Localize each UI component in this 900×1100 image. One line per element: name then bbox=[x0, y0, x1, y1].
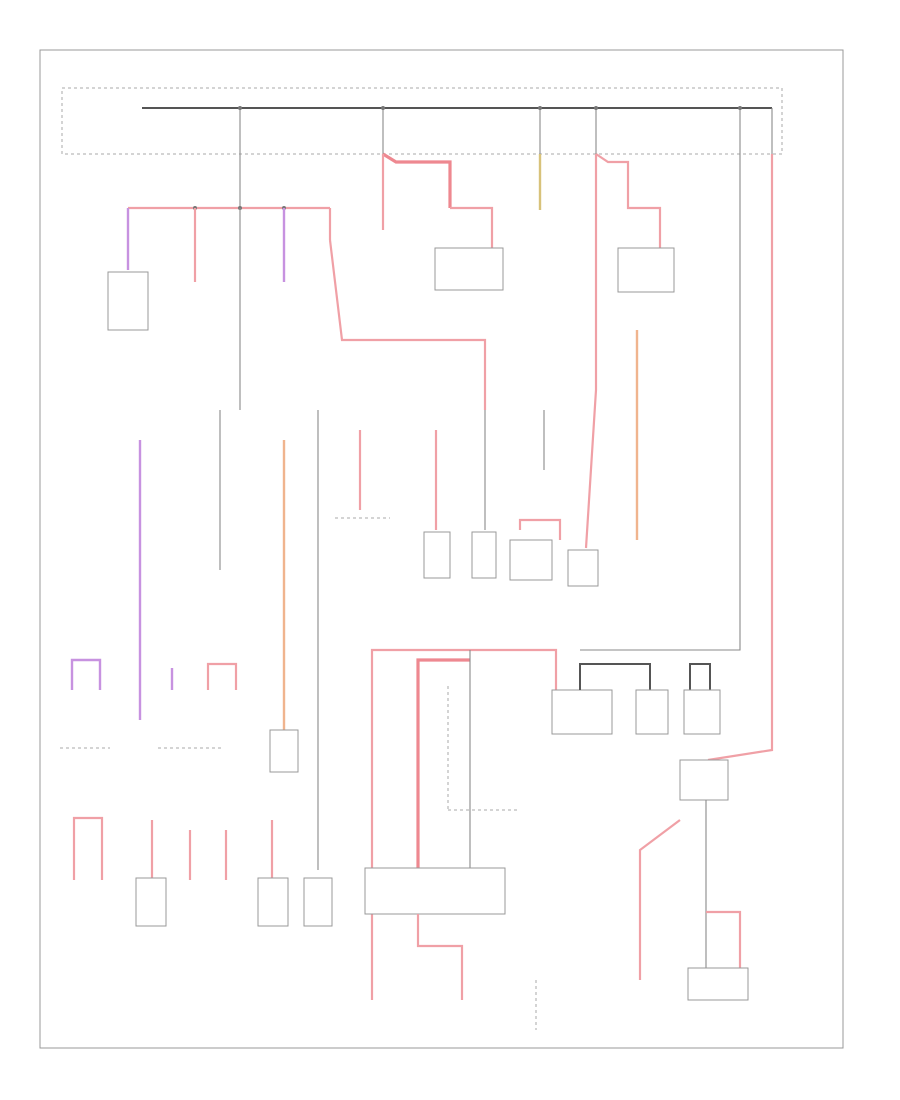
wire bbox=[579, 663, 651, 690]
wire bbox=[689, 663, 711, 690]
module bbox=[257, 877, 289, 927]
control-unit bbox=[434, 247, 504, 291]
starter bbox=[635, 689, 669, 735]
wire bbox=[370, 648, 470, 1000]
bus-node bbox=[381, 106, 385, 110]
relay-box bbox=[679, 759, 729, 801]
wire bbox=[450, 206, 494, 248]
wire bbox=[416, 914, 464, 1000]
module bbox=[135, 877, 167, 927]
wire bbox=[416, 658, 470, 870]
wire bbox=[470, 648, 558, 700]
module bbox=[509, 539, 553, 581]
wire bbox=[72, 816, 104, 880]
module bbox=[423, 531, 451, 579]
wire bbox=[518, 518, 562, 540]
wire bbox=[706, 910, 742, 970]
bus-node bbox=[738, 106, 742, 110]
fuse-box-top bbox=[61, 87, 783, 155]
generator bbox=[683, 689, 721, 735]
wire bbox=[584, 154, 598, 549]
transmission-module bbox=[551, 689, 613, 735]
bus-node bbox=[594, 106, 598, 110]
diagram-frame bbox=[39, 49, 844, 1049]
control-unit bbox=[617, 247, 675, 293]
bus-node bbox=[538, 106, 542, 110]
wire bbox=[580, 154, 741, 651]
bus-node bbox=[238, 106, 242, 110]
module bbox=[107, 271, 149, 331]
wire bbox=[595, 153, 662, 248]
relay bbox=[567, 549, 599, 587]
wire bbox=[328, 239, 487, 410]
module bbox=[303, 877, 333, 927]
wire bbox=[206, 662, 238, 690]
power-module bbox=[687, 967, 749, 1001]
module bbox=[471, 531, 497, 579]
wire bbox=[707, 154, 774, 762]
wire bbox=[382, 152, 452, 208]
wire bbox=[638, 819, 681, 980]
sensor bbox=[269, 729, 299, 773]
wire bbox=[70, 658, 102, 690]
fuse-block bbox=[364, 867, 506, 915]
